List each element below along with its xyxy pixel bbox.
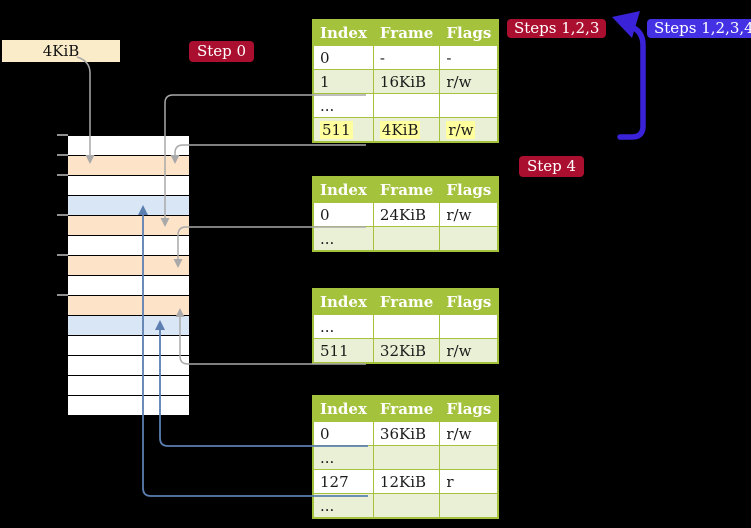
column-header: Frame bbox=[372, 288, 441, 315]
table-cell: ... bbox=[312, 493, 374, 519]
table-cell bbox=[439, 445, 499, 470]
table-cell bbox=[372, 93, 441, 118]
memory-row-free bbox=[68, 136, 189, 156]
table-cell: - bbox=[372, 45, 441, 70]
column-header: Flags bbox=[439, 19, 499, 46]
memory-row-page-table bbox=[68, 216, 189, 236]
table-row: ... bbox=[312, 493, 499, 519]
connector-pt4-entry511-to-4kib bbox=[170, 144, 366, 164]
table-cell: ... bbox=[312, 314, 374, 339]
memory-row-free bbox=[68, 396, 189, 416]
table-cell: r/w bbox=[439, 421, 499, 446]
table-cell bbox=[372, 493, 441, 519]
recursive-loop-arrow bbox=[612, 11, 646, 140]
table-cell: 4KiB bbox=[372, 117, 441, 143]
column-header: Frame bbox=[372, 176, 441, 203]
memory-row-page-table bbox=[68, 156, 189, 176]
step-0-badge: Step 0 bbox=[189, 41, 255, 62]
table-cell: 1 bbox=[312, 69, 374, 94]
table-cell bbox=[372, 226, 441, 252]
memory-row-free bbox=[68, 236, 189, 256]
table-cell: 32KiB bbox=[372, 338, 441, 364]
memory-row-page-table bbox=[68, 256, 189, 276]
column-header: Flags bbox=[439, 176, 499, 203]
memory-row-free bbox=[68, 356, 189, 376]
table-row: ... bbox=[312, 445, 499, 470]
address-tick bbox=[57, 254, 68, 256]
address-tick bbox=[57, 134, 68, 136]
table-cell bbox=[372, 314, 441, 339]
table-cell: 511 bbox=[312, 117, 374, 143]
table-cell: 0 bbox=[312, 202, 374, 227]
memory-column bbox=[68, 135, 189, 416]
table-cell: r/w bbox=[439, 202, 499, 227]
table-cell bbox=[439, 493, 499, 519]
column-header: Index bbox=[312, 176, 374, 203]
table-cell: ... bbox=[312, 93, 374, 118]
table-cell: 36KiB bbox=[372, 421, 441, 446]
table-cell: 24KiB bbox=[372, 202, 441, 227]
address-tick bbox=[57, 214, 68, 216]
table-row: ... bbox=[312, 226, 499, 252]
table-cell: 12KiB bbox=[372, 469, 441, 494]
column-header: Frame bbox=[372, 395, 441, 422]
page-size-label: 4KiB bbox=[2, 40, 120, 62]
memory-row-page-table bbox=[68, 296, 189, 316]
address-tick bbox=[57, 174, 68, 176]
memory-row-free bbox=[68, 176, 189, 196]
table-cell bbox=[439, 93, 499, 118]
column-header: Frame bbox=[372, 19, 441, 46]
step-4-badge: Step 4 bbox=[519, 156, 585, 177]
table-cell: ... bbox=[312, 445, 374, 470]
table-row: 0-- bbox=[312, 45, 499, 70]
table-cell: r bbox=[439, 469, 499, 494]
table-cell: r/w bbox=[439, 69, 499, 94]
table-cell: 16KiB bbox=[372, 69, 441, 94]
table-cell: r/w bbox=[439, 117, 499, 143]
address-tick bbox=[57, 294, 68, 296]
table-cell bbox=[372, 445, 441, 470]
table-cell bbox=[439, 314, 499, 339]
table-cell: 0 bbox=[312, 421, 374, 446]
table-cell: - bbox=[439, 45, 499, 70]
memory-row-free bbox=[68, 376, 189, 396]
column-header: Index bbox=[312, 19, 374, 46]
table-cell: ... bbox=[312, 226, 374, 252]
column-header: Index bbox=[312, 395, 374, 422]
memory-row-mapped-page bbox=[68, 316, 189, 336]
table-cell: 0 bbox=[312, 45, 374, 70]
table-cell: 127 bbox=[312, 469, 374, 494]
table-row: ... bbox=[312, 314, 499, 339]
column-header: Flags bbox=[439, 288, 499, 315]
steps-1234-badge: Steps 1,2,3,4 bbox=[647, 19, 751, 38]
steps-123-badge: Steps 1,2,3 bbox=[507, 19, 607, 38]
table-row: ... bbox=[312, 93, 499, 118]
table-cell: 511 bbox=[312, 338, 374, 364]
column-header: Index bbox=[312, 288, 374, 315]
memory-row-mapped-page bbox=[68, 196, 189, 216]
table-cell bbox=[439, 226, 499, 252]
address-tick bbox=[57, 154, 68, 156]
table-cell: r/w bbox=[439, 338, 499, 364]
memory-row-free bbox=[68, 276, 189, 296]
memory-row-free bbox=[68, 336, 189, 356]
column-header: Flags bbox=[439, 395, 499, 422]
